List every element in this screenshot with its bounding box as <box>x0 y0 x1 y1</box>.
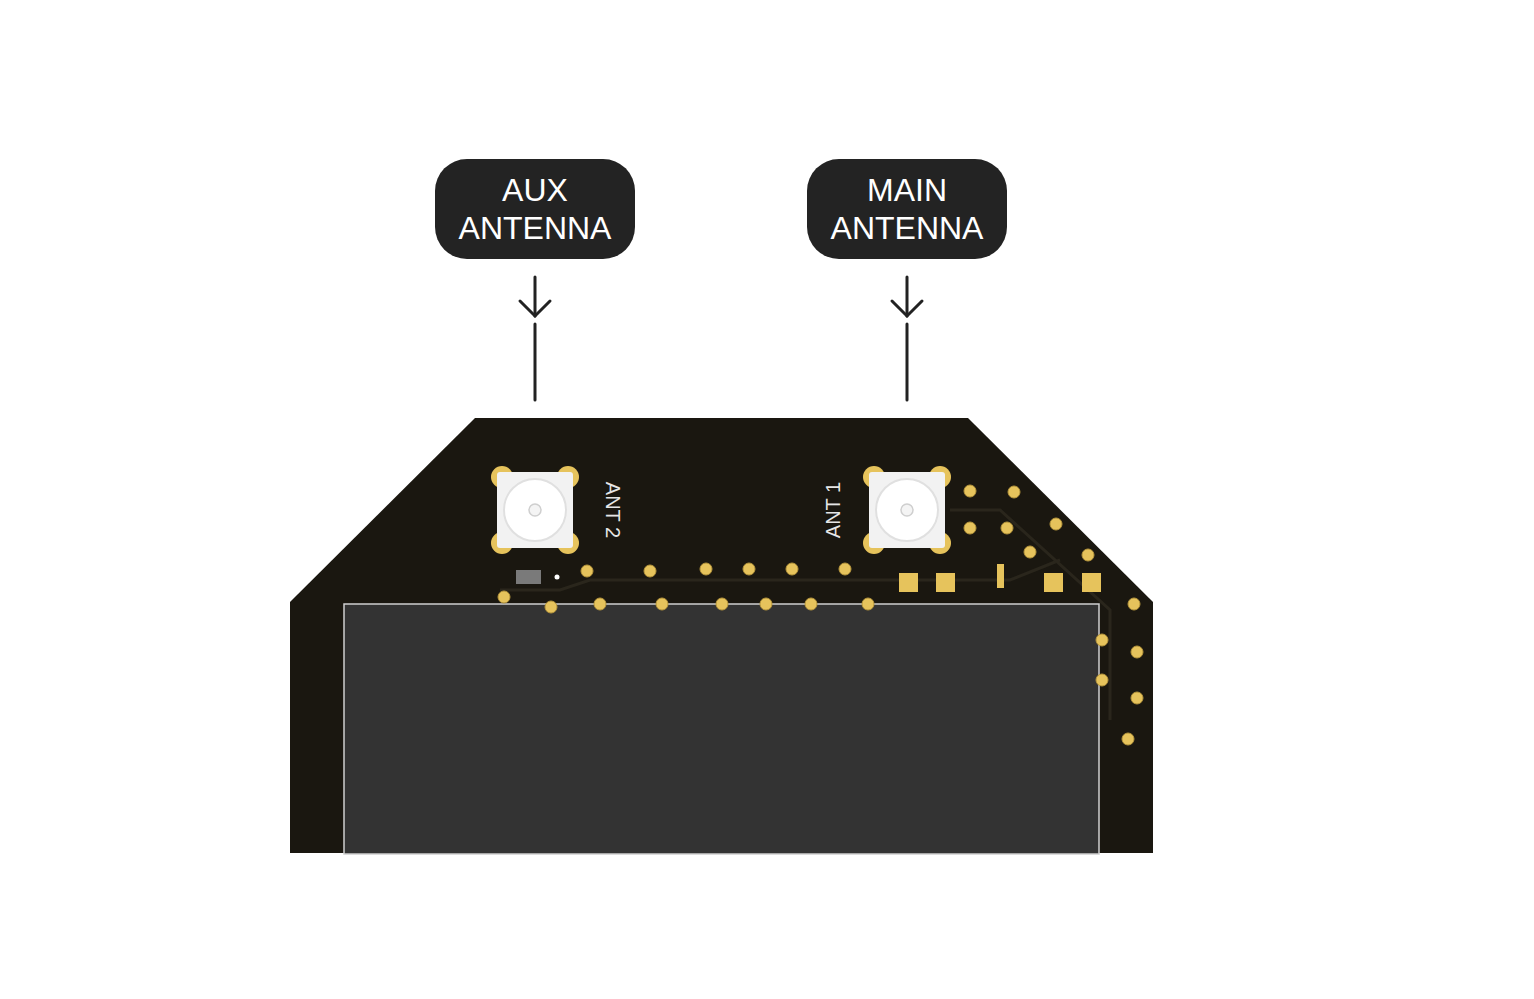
shield-can <box>344 604 1099 854</box>
connector-label: ANT 2 <box>603 482 623 538</box>
pcb-board <box>290 418 1153 853</box>
smd-pad <box>516 564 1101 592</box>
connector-label: ANT 1 <box>823 482 843 538</box>
leader-arrow <box>520 277 922 400</box>
antenna-label: AUX ANTENNA <box>445 171 625 248</box>
antenna-pill: AUX ANTENNA <box>435 159 635 259</box>
antenna-label: MAIN ANTENNA <box>817 171 997 248</box>
antenna-pill: MAIN ANTENNA <box>807 159 1007 259</box>
ufl-connector <box>491 466 951 554</box>
via <box>498 485 1143 745</box>
